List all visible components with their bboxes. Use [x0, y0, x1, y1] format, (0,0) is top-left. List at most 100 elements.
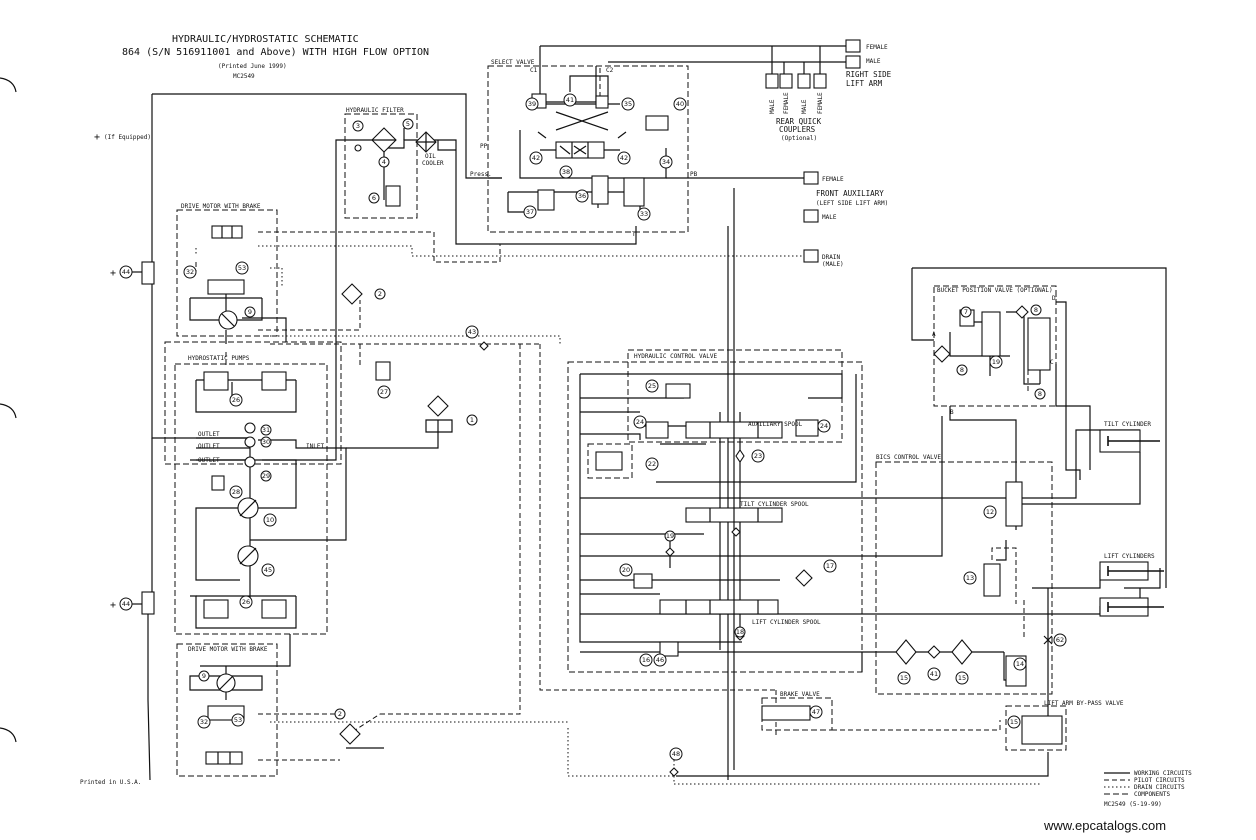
oil-cooler-cross: [416, 132, 436, 152]
check-valve: [595, 95, 609, 109]
pump-top-arrow: [239, 499, 257, 517]
svg-text:48: 48: [672, 750, 680, 758]
label-c1: C1: [530, 67, 538, 74]
lift-spool-lines: [685, 600, 759, 614]
callout: 47: [809, 705, 823, 719]
bucket-spool: [981, 311, 1001, 357]
callout: 12: [983, 505, 997, 519]
drive-motor-top-box: [176, 209, 278, 337]
label-front-aux-2: (LEFT SIDE LIFT ARM): [816, 200, 888, 207]
callout: 14: [1013, 657, 1027, 671]
binder-mark: [0, 77, 17, 93]
label-footer-code: MC2549 (5-19-99): [1104, 801, 1162, 808]
tilt-cylinder-rod: [1107, 436, 1160, 446]
svg-text:24: 24: [636, 418, 644, 426]
svg-text:26: 26: [242, 598, 250, 606]
bics-control-valve-label: BICS CONTROL VALVE: [876, 454, 941, 461]
label-auxiliary-spool: AUXILIARY SPOOL: [748, 421, 803, 428]
reservoir: [425, 419, 453, 433]
callout: 43: [465, 325, 479, 339]
working-line: [912, 267, 1167, 588]
callout: 6: [368, 192, 380, 204]
callout: 53: [235, 261, 249, 275]
svg-text:5: 5: [406, 120, 410, 128]
couplers: [765, 39, 861, 263]
legend-working: WORKING CIRCUITS: [1134, 770, 1192, 777]
svg-text:30: 30: [262, 438, 270, 446]
svg-text:12: 12: [986, 508, 994, 516]
drive-motor-bottom-label: DRIVE MOTOR WITH BRAKE: [188, 646, 268, 653]
check-17: [795, 569, 813, 587]
svg-text:16: 16: [642, 656, 650, 664]
callouts: 3 4 5 6 39 41 35 40 42 38 42 34 37 36 33…: [119, 93, 1067, 761]
working-line: [1124, 568, 1161, 589]
label-lift-spool: LIFT CYLINDER SPOOL: [752, 619, 821, 626]
bics-control-valve-box: [875, 461, 1053, 695]
legend: WORKING CIRCUITS PILOT CIRCUITS DRAIN CI…: [1104, 770, 1192, 798]
select-valve-label: SELECT VALVE: [491, 59, 535, 66]
callout: 53: [231, 713, 245, 727]
solenoid-24-left: [645, 421, 669, 439]
pump-relief-bottom-left: [203, 599, 229, 619]
label-right-side-2: LIFT ARM: [846, 79, 883, 88]
callout: 38: [559, 165, 573, 179]
label-coupler-1: MALE: [769, 99, 776, 114]
svg-text:43: 43: [468, 328, 476, 336]
working-line: [190, 595, 297, 629]
callout: 5: [402, 118, 414, 130]
hydrostatic-pumps-box: [174, 363, 328, 635]
select-crossover: [555, 111, 609, 131]
label-t: T: [632, 231, 636, 238]
callout: 44: [119, 597, 133, 611]
check-43: [479, 341, 489, 351]
working-line: [949, 332, 1010, 357]
brake-cylinder-bottom: [205, 751, 243, 765]
callout: 16: [639, 653, 653, 667]
filter-15b: [951, 639, 973, 665]
callout: 4: [378, 156, 390, 168]
svg-text:9: 9: [248, 308, 252, 316]
svg-text:13: 13: [966, 574, 974, 582]
optional-markers: + +: [110, 268, 142, 611]
brake-valve-label: BRAKE VALVE: [780, 691, 820, 698]
hydrostatic-pump-components: [203, 341, 489, 619]
svg-text:39: 39: [528, 100, 536, 108]
hydraulic-filter-label: HYDRAULIC FILTER: [346, 107, 404, 114]
svg-text:6: 6: [372, 194, 376, 202]
coupler-rear-3: [797, 73, 811, 89]
svg-text:3: 3: [356, 122, 360, 130]
callout: 34: [659, 155, 673, 169]
callout: 8: [1034, 388, 1046, 400]
drain-line: [567, 728, 676, 777]
working-line: [996, 540, 1007, 561]
callout: 32: [183, 265, 197, 279]
pump-bottom-arrow: [239, 547, 257, 565]
svg-text:15: 15: [900, 674, 908, 682]
svg-text:7: 7: [964, 308, 968, 316]
callout: 33: [637, 207, 651, 221]
text-labels: FEMALE MALE RIGHT SIDE LIFT ARM MALE FEM…: [80, 44, 1162, 808]
bucket-position-valve-label: BUCKET POSITION VALVE (OPTIONAL): [937, 287, 1053, 294]
label-port-d: D: [1052, 295, 1056, 302]
svg-text:53: 53: [234, 716, 242, 724]
svg-text:33: 33: [640, 210, 648, 218]
svg-text:47: 47: [812, 708, 820, 716]
brake-cylinder-top-lines: [221, 226, 233, 238]
optional-note: (If Equipped): [104, 134, 151, 141]
check-19: [665, 547, 675, 557]
label-coupler-3: MALE: [801, 99, 808, 114]
callout: 28: [229, 485, 243, 499]
callout: 42: [617, 151, 631, 165]
select-relief: [591, 175, 609, 205]
filter-diamond-2-top: [341, 283, 363, 305]
plus-marker: +: [110, 268, 116, 279]
callout: 30: [260, 436, 272, 448]
coupler-male-top: [845, 55, 861, 69]
label-female-top: FEMALE: [866, 44, 888, 51]
svg-text:2: 2: [338, 710, 342, 718]
working-line: [437, 140, 456, 151]
svg-text:26: 26: [232, 396, 240, 404]
header: HYDRAULIC/HYDROSTATIC SCHEMATIC 864 (S/N…: [94, 34, 429, 143]
working-line: [569, 75, 609, 100]
callout: 44: [119, 265, 133, 279]
